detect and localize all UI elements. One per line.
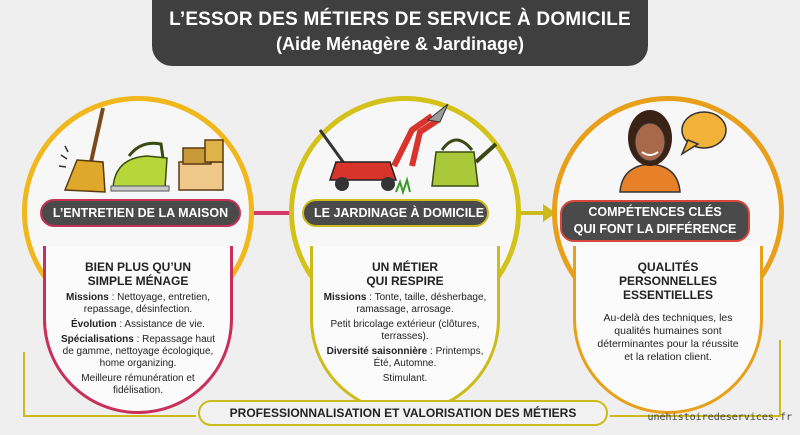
- title-line2: (Aide Ménagère & Jardinage): [275, 34, 525, 54]
- panel-item: Stimulant.: [382, 373, 428, 384]
- panel-heading: QUALITÉS PERSONNELLES ESSENTIELLES: [618, 260, 717, 302]
- pill-maison: L’ENTRETIEN DE LA MAISON: [40, 199, 241, 227]
- lawnmower-icon: [318, 129, 411, 195]
- panel-item: Missions : Nettoyage, entretien, repassa…: [66, 292, 210, 315]
- watermark: unehistoiredeservices.fr: [647, 412, 793, 423]
- panel-heading: BIEN PLUS QU’UN SIMPLE MÉNAGE: [84, 260, 191, 288]
- pill-competences: COMPÉTENCES CLÉS QUI FONT LA DIFFÉRENCE: [560, 200, 750, 242]
- jardinage-icons: [318, 103, 498, 195]
- panel-item: Au-delà des techniques, les qualités hum…: [597, 312, 739, 363]
- panel-jardinage: UN MÉTIER QUI RESPIRE Missions : Tonte, …: [310, 246, 500, 414]
- pruning-shears-icon: [391, 103, 449, 168]
- panel-maison: BIEN PLUS QU’UN SIMPLE MÉNAGE Missions :…: [43, 246, 233, 414]
- pill-competences-text: COMPÉTENCES CLÉS QUI FONT LA DIFFÉRENCE: [573, 205, 737, 236]
- maison-icons: [58, 107, 224, 193]
- title-banner: L’ESSOR DES MÉTIERS DE SERVICE À DOMICIL…: [152, 0, 648, 66]
- panel-heading: UN MÉTIER QUI RESPIRE: [366, 260, 444, 288]
- speech-bubble-icon: [680, 111, 727, 156]
- title-line1: L’ESSOR DES MÉTIERS DE SERVICE À DOMICIL…: [169, 9, 631, 30]
- footer-connector-left: [23, 352, 196, 417]
- watering-can-icon: [431, 138, 498, 187]
- pill-jardinage: LE JARDINAGE À DOMICILE: [302, 199, 489, 227]
- panel-competences: QUALITÉS PERSONNELLES ESSENTIELLES Au-de…: [573, 246, 763, 414]
- panel-item: Diversité saisonnière : Printemps, Été, …: [326, 346, 484, 369]
- footer-connector-right: [610, 340, 781, 417]
- panel-item: Petit bricolage extérieur (clôtures, ter…: [330, 319, 480, 342]
- boxes-icon: [178, 139, 224, 191]
- competences-icons: [619, 110, 727, 193]
- panel-item: Missions : Tonte, taille, désherbage, ra…: [323, 292, 487, 315]
- panel-item: Meilleure rémunération et fidélisation.: [81, 373, 195, 396]
- iron-icon: [110, 141, 170, 192]
- footer-banner: PROFESSIONNALISATION ET VALORISATION DES…: [198, 400, 608, 426]
- panel-item: Spécialisations : Repassage haut de gamm…: [61, 334, 215, 369]
- broom-icon: [58, 107, 106, 193]
- worker-avatar-icon: [619, 110, 681, 193]
- panel-item: Évolution : Assistance de vie.: [71, 319, 205, 330]
